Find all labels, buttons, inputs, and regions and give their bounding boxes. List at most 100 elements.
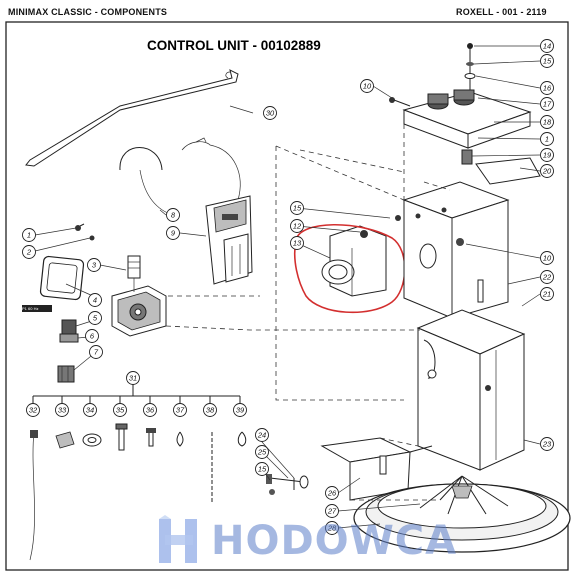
svg-text:17: 17 xyxy=(543,100,552,109)
callout-1: 1 xyxy=(22,228,36,242)
svg-text:31: 31 xyxy=(129,374,137,383)
svg-text:28: 28 xyxy=(327,524,337,533)
callout-13: 13 xyxy=(290,236,304,250)
junction-box-part-3 xyxy=(111,255,167,337)
svg-text:18: 18 xyxy=(543,118,552,127)
feeding-pan-part-28 xyxy=(353,475,571,553)
callout-23: 23 xyxy=(540,437,554,451)
header-reference: ROXELL - 001 - 2119 xyxy=(456,7,547,17)
callout-28: 28 xyxy=(325,521,339,535)
callout-30: 30 xyxy=(263,106,277,120)
svg-text:32: 32 xyxy=(29,406,38,415)
callout-22: 22 xyxy=(540,270,554,284)
svg-text:27: 27 xyxy=(327,507,337,516)
motor-plate-part-17 xyxy=(402,43,541,185)
callout-5: 5 xyxy=(88,311,102,325)
header-model: MINIMAX CLASSIC - COMPONENTS xyxy=(8,7,168,17)
callout-14: 14 xyxy=(540,39,554,53)
callout-32: 32 xyxy=(26,403,40,417)
callout-35: 35 xyxy=(113,403,127,417)
part-label: P1 60 Hz xyxy=(22,306,38,311)
control-box-part-9 xyxy=(205,195,253,285)
callout-21: 21 xyxy=(540,287,554,301)
callout-19: 19 xyxy=(540,148,554,162)
svg-text:6: 6 xyxy=(90,332,95,341)
svg-text:10: 10 xyxy=(363,82,372,91)
diagram-title: CONTROL UNIT - 00102889 xyxy=(147,38,321,53)
svg-text:10: 10 xyxy=(543,254,552,263)
svg-text:7: 7 xyxy=(94,348,99,357)
callout-16: 16 xyxy=(540,81,554,95)
callout-9: 9 xyxy=(166,226,180,240)
watermark-logo-icon xyxy=(159,515,197,563)
svg-text:4: 4 xyxy=(93,296,97,305)
svg-text:22: 22 xyxy=(542,273,552,282)
callout-20: 20 xyxy=(540,164,554,178)
svg-text:39: 39 xyxy=(236,406,245,415)
cable-gland-part-5 xyxy=(59,319,79,343)
svg-text:19: 19 xyxy=(543,151,552,160)
svg-text:25: 25 xyxy=(257,448,267,457)
svg-text:30: 30 xyxy=(266,109,275,118)
svg-text:26: 26 xyxy=(327,489,337,498)
callout-10b: 10 xyxy=(540,251,554,265)
svg-text:12: 12 xyxy=(293,222,302,231)
callout-12: 12 xyxy=(290,219,304,233)
callout-24: 24 xyxy=(255,428,269,442)
svg-text:14: 14 xyxy=(543,42,551,51)
svg-text:33: 33 xyxy=(58,406,67,415)
bracket-part-13 xyxy=(321,225,387,297)
svg-text:20: 20 xyxy=(542,167,552,176)
svg-text:36: 36 xyxy=(146,406,155,415)
svg-text:21: 21 xyxy=(542,290,551,299)
bracket-part-26 xyxy=(320,437,433,501)
svg-text:3: 3 xyxy=(92,261,97,270)
callout-2: 2 xyxy=(22,245,36,259)
svg-text:1: 1 xyxy=(545,135,549,144)
svg-text:9: 9 xyxy=(171,229,176,238)
svg-text:8: 8 xyxy=(171,211,176,220)
svg-text:23: 23 xyxy=(542,440,552,449)
callout-1b: 1 xyxy=(540,132,554,146)
svg-text:16: 16 xyxy=(543,84,552,93)
callout-31: 31 xyxy=(126,371,140,385)
watermark: HODOWCA xyxy=(155,515,457,567)
callout-15a: 15 xyxy=(290,201,304,215)
tube-column-part-23 xyxy=(416,309,526,471)
terminal-block-part-7 xyxy=(57,365,75,383)
svg-text:13: 13 xyxy=(293,239,302,248)
callout-34: 34 xyxy=(83,403,97,417)
svg-text:1: 1 xyxy=(27,231,31,240)
callout-38: 38 xyxy=(203,403,217,417)
svg-text:5: 5 xyxy=(93,314,98,323)
callout-18: 18 xyxy=(540,115,554,129)
svg-text:15: 15 xyxy=(258,465,267,474)
callout-33: 33 xyxy=(55,403,69,417)
callout-10a: 10 xyxy=(360,79,374,93)
callout-26: 26 xyxy=(325,486,339,500)
callout-6: 6 xyxy=(85,329,99,343)
svg-text:37: 37 xyxy=(176,406,185,415)
svg-text:24: 24 xyxy=(257,431,266,440)
watermark-text: HODOWCA xyxy=(211,518,458,564)
callout-7: 7 xyxy=(89,345,103,359)
callout-15b: 15 xyxy=(540,54,554,68)
svg-text:2: 2 xyxy=(26,248,32,257)
callout-8: 8 xyxy=(166,208,180,222)
callout-17: 17 xyxy=(540,97,554,111)
callout-39: 39 xyxy=(233,403,247,417)
accessory-tree-part-31 xyxy=(29,384,247,561)
screws-part-1-2 xyxy=(75,223,95,241)
svg-text:15: 15 xyxy=(293,204,302,213)
svg-text:35: 35 xyxy=(116,406,125,415)
callout-15c: 15 xyxy=(255,462,269,476)
callout-3: 3 xyxy=(87,258,101,272)
callout-25: 25 xyxy=(255,445,269,459)
wire-hook-part-30 xyxy=(25,69,239,167)
drawing-frame xyxy=(5,21,569,571)
callout-37: 37 xyxy=(173,403,187,417)
callout-4: 4 xyxy=(88,293,102,307)
callout-36: 36 xyxy=(143,403,157,417)
